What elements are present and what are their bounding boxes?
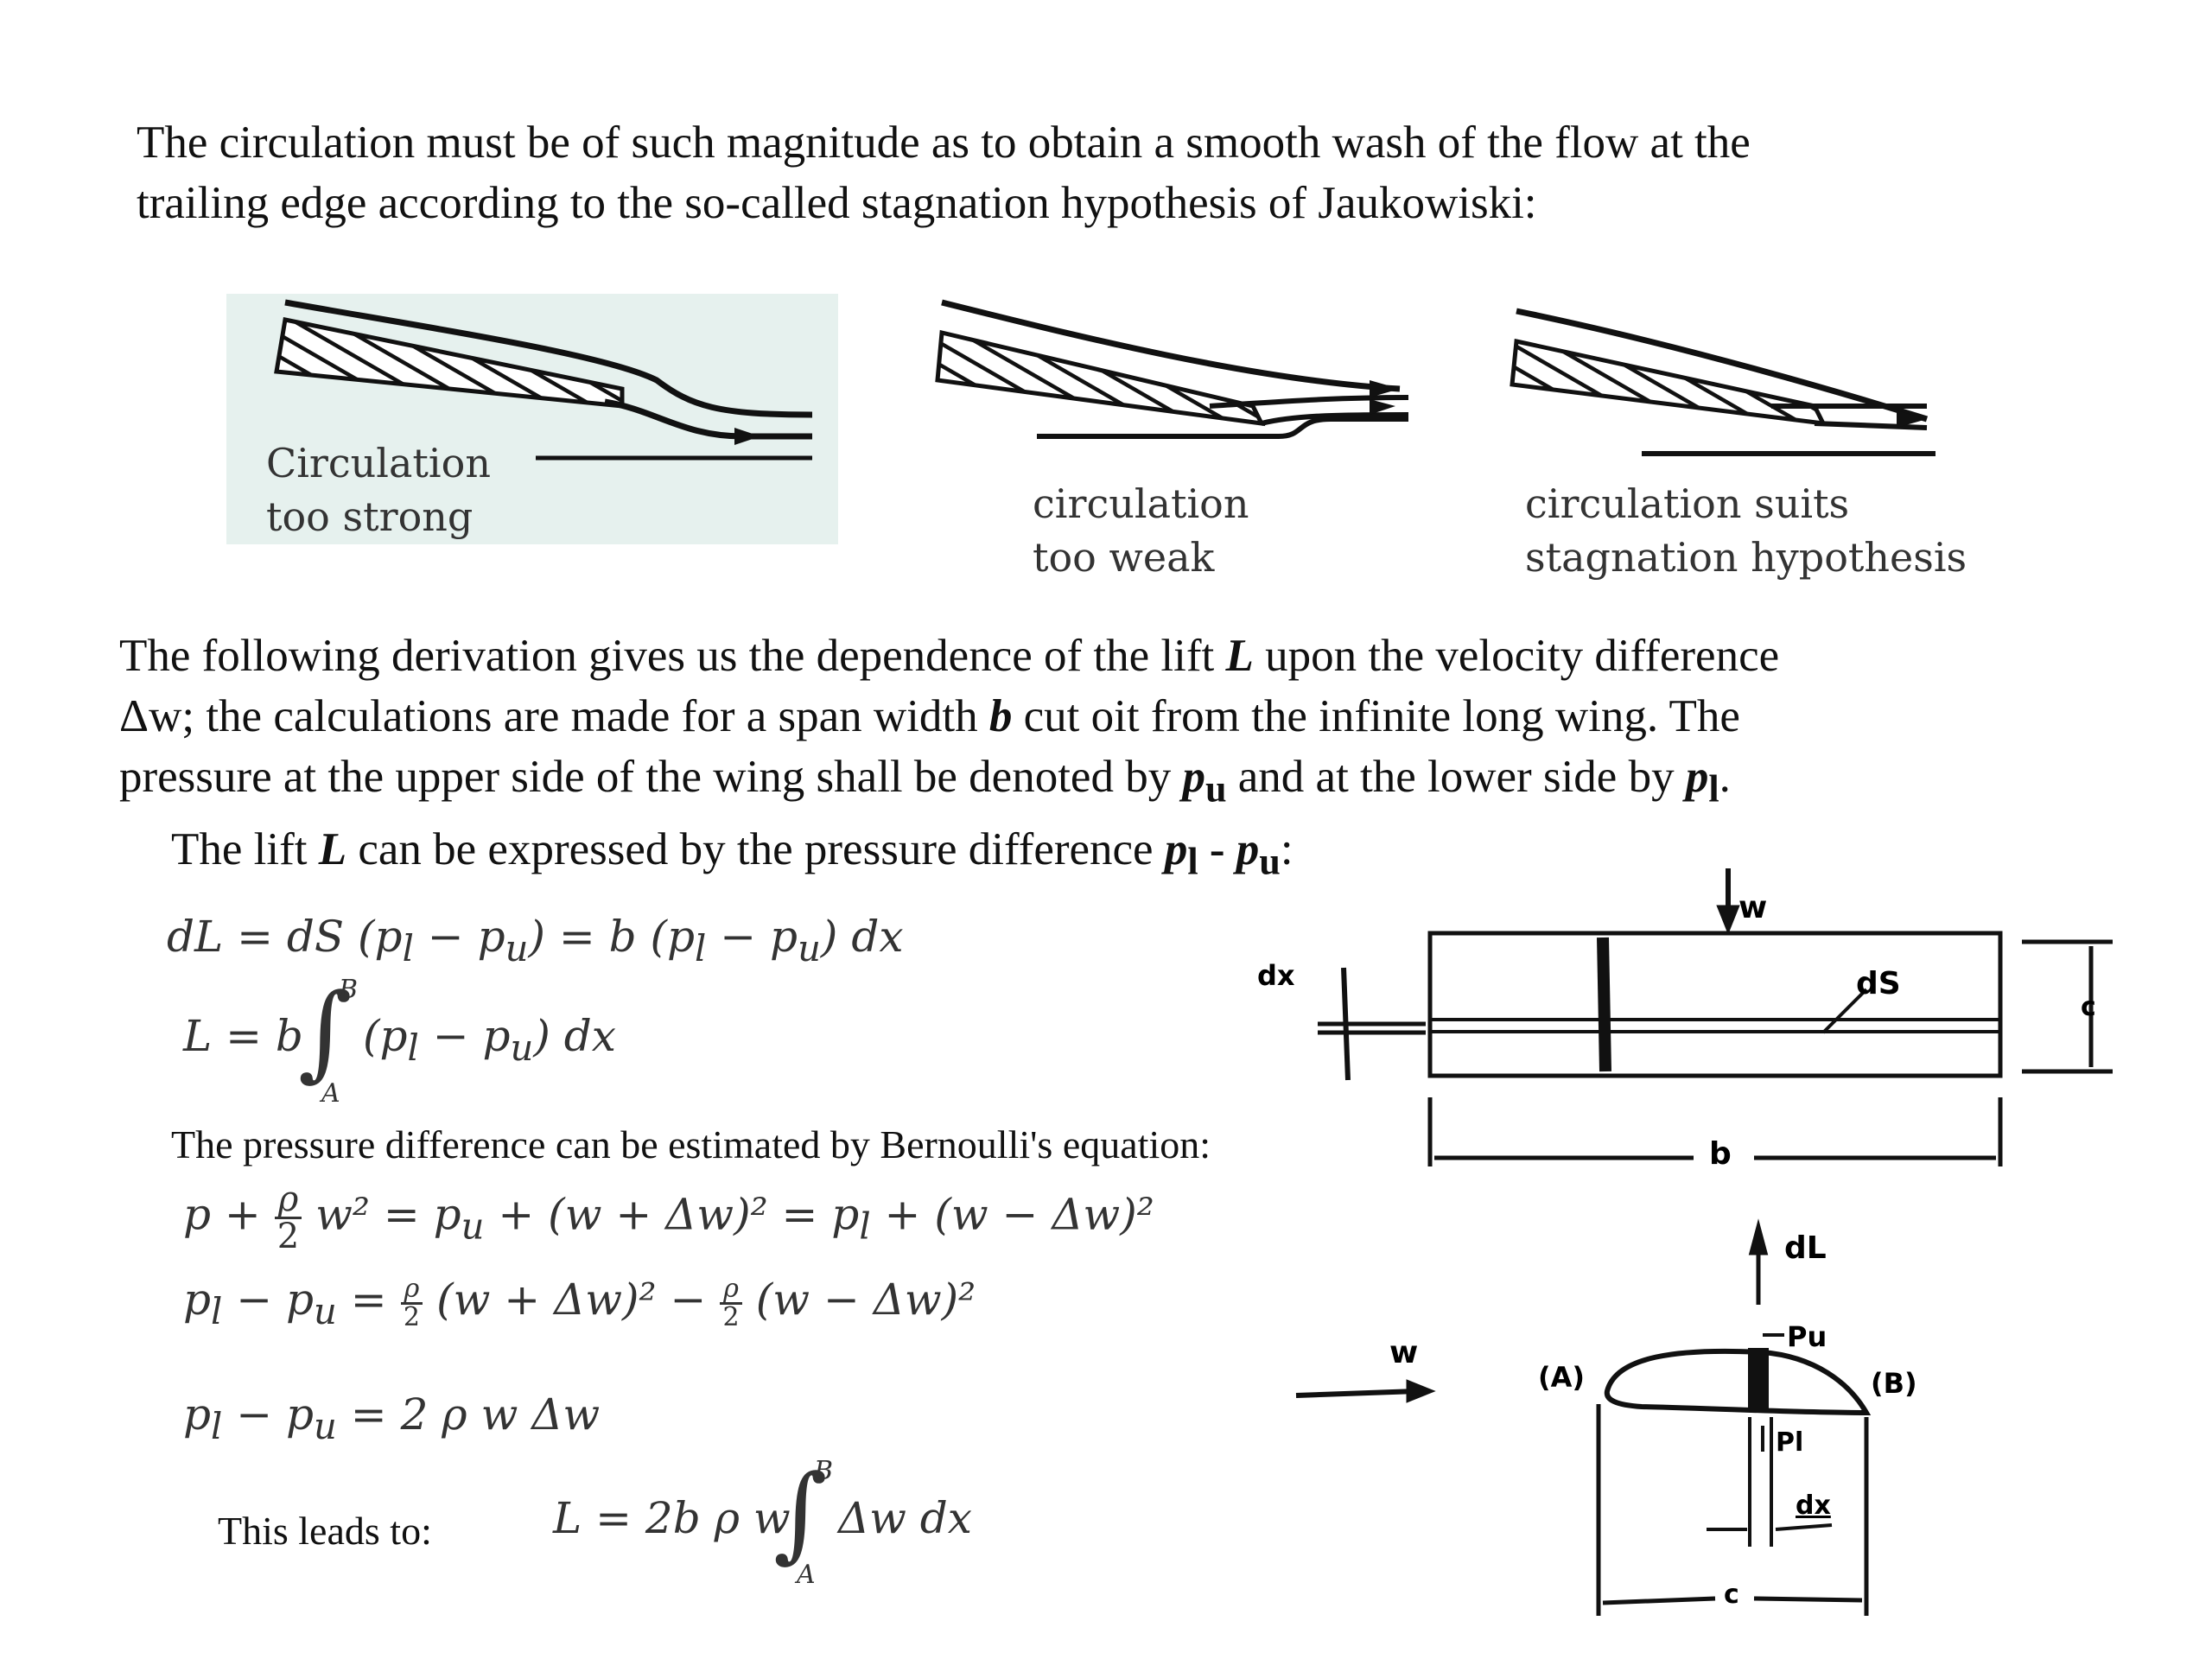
lift-sentence: The lift L can be expressed by the press… [171, 824, 1294, 883]
derivation-line-2: Δw; the calculations are made for a span… [119, 691, 1740, 741]
caption-stagnation: circulation suits stagnation hypothesis [1525, 477, 1967, 584]
caption-too-weak: circulation too weak [1033, 477, 1249, 584]
label-b-span: b [1709, 1136, 1732, 1172]
final-integrand: Δw dx [838, 1493, 973, 1543]
label-dL: dL [1784, 1230, 1827, 1266]
final-integral-upper: B [814, 1456, 834, 1486]
equation-L-integral: L = b [183, 1011, 303, 1061]
derivation-line-3: pressure at the upper side of the wing s… [119, 752, 1731, 810]
label-B: (B) [1871, 1367, 1917, 1400]
caption-too-strong-line2: too strong [266, 493, 474, 540]
label-c-wing: c [2081, 992, 2096, 1022]
wing-planform-diagram [1318, 868, 2113, 1166]
sketch-too-weak [935, 299, 1409, 439]
final-integral-sign: ∫ [773, 1453, 828, 1573]
label-ds: dS [1856, 966, 1901, 1001]
final-integral-lower: A [797, 1560, 816, 1590]
label-w-top: w [1738, 890, 1768, 925]
sketch-too-strong [274, 299, 813, 461]
derivation-line-1: The following derivation gives us the de… [119, 631, 1780, 681]
bernoulli-text: The pressure difference can be estimated… [171, 1122, 1211, 1166]
caption-stagnation-line2: stagnation hypothesis [1525, 534, 1967, 581]
label-pu: Pu [1787, 1320, 1827, 1353]
caption-too-strong-line1: Circulation [266, 440, 491, 486]
label-c-chord: c [1724, 1580, 1739, 1610]
intro-line-1: The circulation must be of such magnitud… [137, 118, 1751, 168]
integral-lower-limit: A [321, 1078, 340, 1109]
leads-to-text: This leads to: [218, 1509, 432, 1553]
integral-integrand: (pl − pu) dx [363, 1011, 616, 1069]
label-dx-wing: dx [1257, 959, 1295, 992]
integral-upper-limit: B [339, 975, 359, 1005]
label-A: (A) [1538, 1361, 1586, 1394]
intro-paragraph: The circulation must be of such magnitud… [137, 112, 1751, 233]
airfoil-diagram [1295, 1218, 1872, 1616]
label-w-flow: w [1389, 1335, 1419, 1370]
caption-too-weak-line2: too weak [1033, 534, 1215, 581]
intro-line-2: trailing edge according to the so-called… [137, 178, 1537, 228]
label-dx-airfoil: dx [1796, 1491, 1831, 1521]
equation-result: pl − pu = 2 ρ w Δw [183, 1389, 601, 1447]
integral-sign: ∫ [298, 972, 353, 1092]
sketch-stagnation [1510, 308, 1936, 456]
caption-too-weak-line1: circulation [1033, 480, 1249, 527]
equation-dL: dL = dS (pl − pu) = b (pl − pu) dx [167, 912, 904, 969]
derivation-paragraph: The following derivation gives us the de… [119, 626, 1779, 820]
caption-stagnation-line1: circulation suits [1525, 480, 1850, 527]
caption-too-strong: Circulation too strong [266, 436, 491, 543]
equation-final-lhs: L = 2b ρ w [553, 1493, 791, 1543]
label-pl: Pl [1776, 1427, 1804, 1458]
